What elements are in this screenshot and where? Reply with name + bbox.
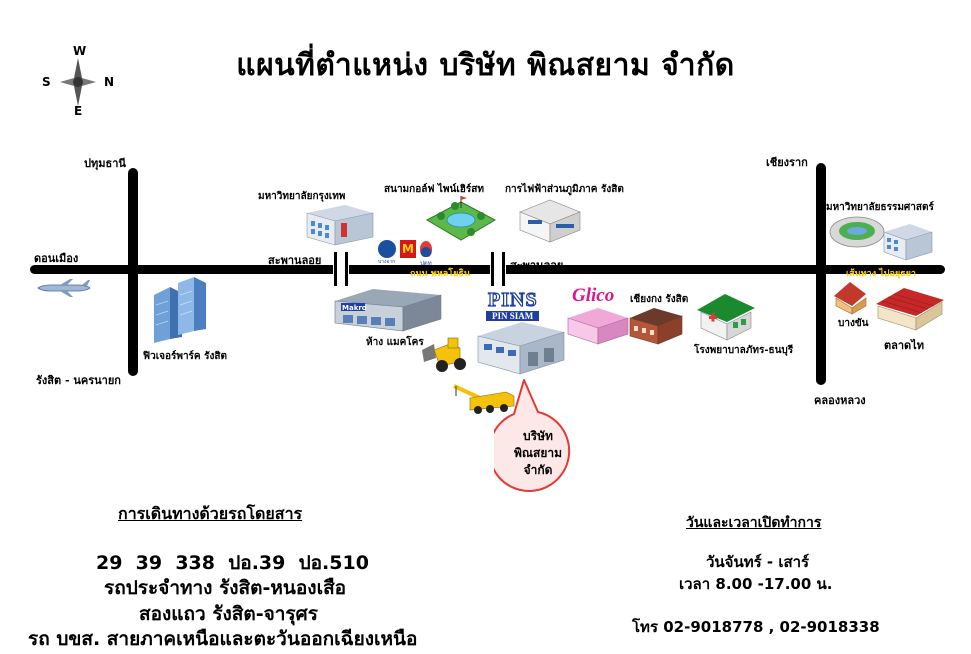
- bang-khan-house-icon: [834, 282, 867, 315]
- hours-time: เวลา 8.00 -17.00 น.: [679, 575, 833, 593]
- glico-building-icon: [567, 308, 629, 345]
- label-rangsit-nakhon-nayok: รังสิต - นครนายก: [36, 374, 121, 387]
- glico-logo: Glico: [572, 285, 615, 306]
- compass-s: S: [42, 75, 51, 89]
- main-road: [30, 265, 945, 274]
- mobile-crane-icon: [453, 384, 515, 414]
- bridge-right: [490, 251, 506, 287]
- golf-course-icon: [425, 196, 497, 241]
- bus-info-line-4: รถ บขส. สายภาคเหนือและตะวันออกเฉียงเหนือ: [28, 628, 418, 650]
- label-bridge-left: สะพานลอย: [268, 254, 322, 267]
- label-don-mueang: ดอนเมือง: [34, 252, 79, 265]
- label-chiang-kong: เชียงกง รังสิต: [630, 294, 689, 305]
- compass-rose-icon: [60, 58, 96, 106]
- label-bangkok-university: มหาวิทยาลัยกรุงเทพ: [258, 191, 346, 202]
- compass-n: N: [104, 75, 115, 89]
- label-pea-rangsit: การไฟฟ้าส่วนภูมิภาค รังสิต: [505, 184, 624, 195]
- label-bridge-right: สะพานลอย: [510, 259, 564, 272]
- hours-phone: โทร 02-9018778 , 02-9018338: [632, 618, 880, 636]
- ptt-logo-icon: [420, 241, 432, 257]
- label-makro: ห้าง แมคโคร: [366, 337, 424, 348]
- pins-logo-text: PINS: [487, 288, 538, 311]
- page-title: แผนที่ตำแหน่ง บริษัท พิณสยาม จำกัด: [236, 48, 735, 83]
- compass-e: E: [74, 104, 83, 118]
- hospital-icon: [697, 294, 755, 341]
- label-pathum-thani: ปทุมธานี: [84, 157, 126, 170]
- label-future-park: ฟิวเจอร์พาร์ค รังสิต: [143, 351, 227, 362]
- thammasat-stadium-icon: [829, 216, 885, 248]
- road-name-phahonyothin: ถนน พหลโยธิน: [410, 269, 471, 279]
- hours-title: วันและเวลาเปิดทำการ: [686, 515, 822, 531]
- mcdonalds-logo-icon: M: [400, 240, 416, 258]
- bangkok-university-building-icon: [306, 205, 374, 246]
- road-name-ayutthaya: เส้นทาง ไปอยุธยา: [846, 269, 916, 279]
- bridge-left: [333, 251, 349, 287]
- future-park-building-icon: [154, 277, 206, 343]
- thammasat-building-icon: [883, 224, 933, 261]
- wheel-loader-icon: [422, 337, 466, 372]
- bus-info-line-1: 29 39 338 ปอ.39 ปอ.510: [96, 552, 369, 574]
- company-callout-text: บริษัท พิณสยาม จำกัด: [500, 428, 576, 479]
- left-cross-road: [128, 168, 138, 376]
- talad-thai-market-icon: [876, 288, 944, 331]
- pin-siam-building-icon: [477, 322, 565, 375]
- bangchak-label: บางจาก: [378, 259, 396, 265]
- company-callout-line-3: จำกัด: [523, 463, 553, 477]
- pea-office-icon: [519, 199, 581, 243]
- gas-station-logos: บางจาก M ปตท: [378, 240, 436, 267]
- label-thammasat: มหาวิทยาลัยธรรมศาสตร์: [826, 202, 934, 213]
- company-callout-line-2: พิณสยาม: [513, 446, 563, 460]
- compass: W S N E: [38, 44, 118, 120]
- label-chiang-rak: เชียงราก: [766, 156, 808, 169]
- label-hospital: โรงพยาบาลภัทร-ธนบุรี: [694, 345, 794, 356]
- pins-logo-subtext: PIN SIAM: [486, 311, 540, 321]
- company-callout-line-1: บริษัท: [523, 429, 553, 443]
- label-talad-thai: ตลาดไท: [884, 339, 924, 352]
- bus-info-line-2: รถประจำทาง รังสิต-หนองเสือ: [104, 577, 347, 599]
- airplane-icon: [37, 279, 91, 297]
- label-khlong-luang: คลองหลวง: [814, 394, 866, 407]
- bus-info-line-3: สองแถว รังสิต-จารุศร: [139, 603, 318, 625]
- label-pinehurst-golf: สนามกอล์ฟ ไพน์เฮิร์สท: [384, 184, 484, 195]
- ptt-label: ปตท: [420, 260, 432, 267]
- bus-info-title: การเดินทางด้วยรถโดยสาร: [118, 504, 303, 523]
- makro-sign: Makro: [342, 304, 367, 312]
- makro-store-icon: [334, 289, 442, 332]
- chiang-kong-building-icon: [629, 308, 683, 345]
- right-cross-road: [816, 163, 826, 385]
- compass-w: W: [73, 44, 87, 58]
- bangchak-logo-icon: [378, 240, 396, 258]
- company-callout-bubble: [494, 379, 571, 492]
- label-bang-khan: บางขัน: [838, 318, 869, 329]
- pins-logo: PINS PIN SIAM: [484, 288, 556, 323]
- hours-days: วันจันทร์ - เสาร์: [706, 553, 810, 571]
